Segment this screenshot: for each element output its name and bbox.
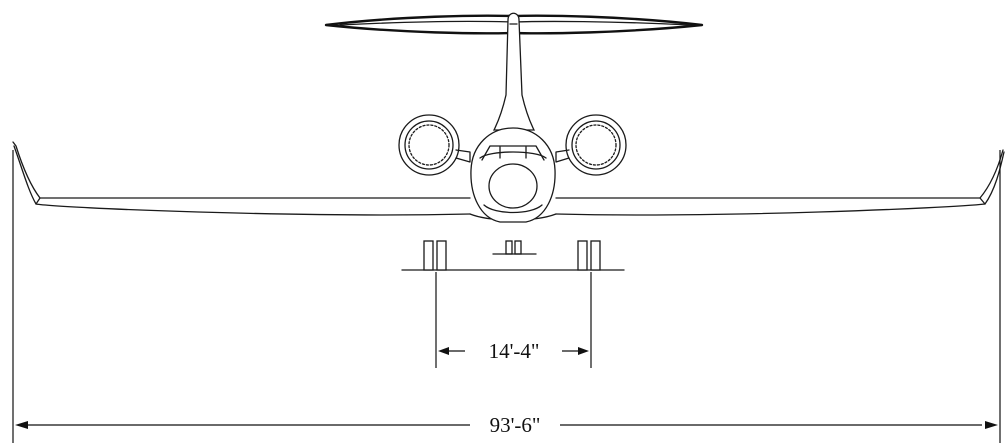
landing-gear [401,240,625,271]
vertical-fin [492,12,536,131]
gear-track-dimension: 14'-4" [435,272,592,368]
wing [12,141,1005,221]
fuselage [470,127,556,223]
left-engine [398,114,471,176]
gear-track-label: 14'-4" [489,339,540,363]
right-engine [555,114,627,176]
wingspan-dimension: 93'-6" [12,150,1001,443]
wingspan-label: 93'-6" [490,413,541,437]
